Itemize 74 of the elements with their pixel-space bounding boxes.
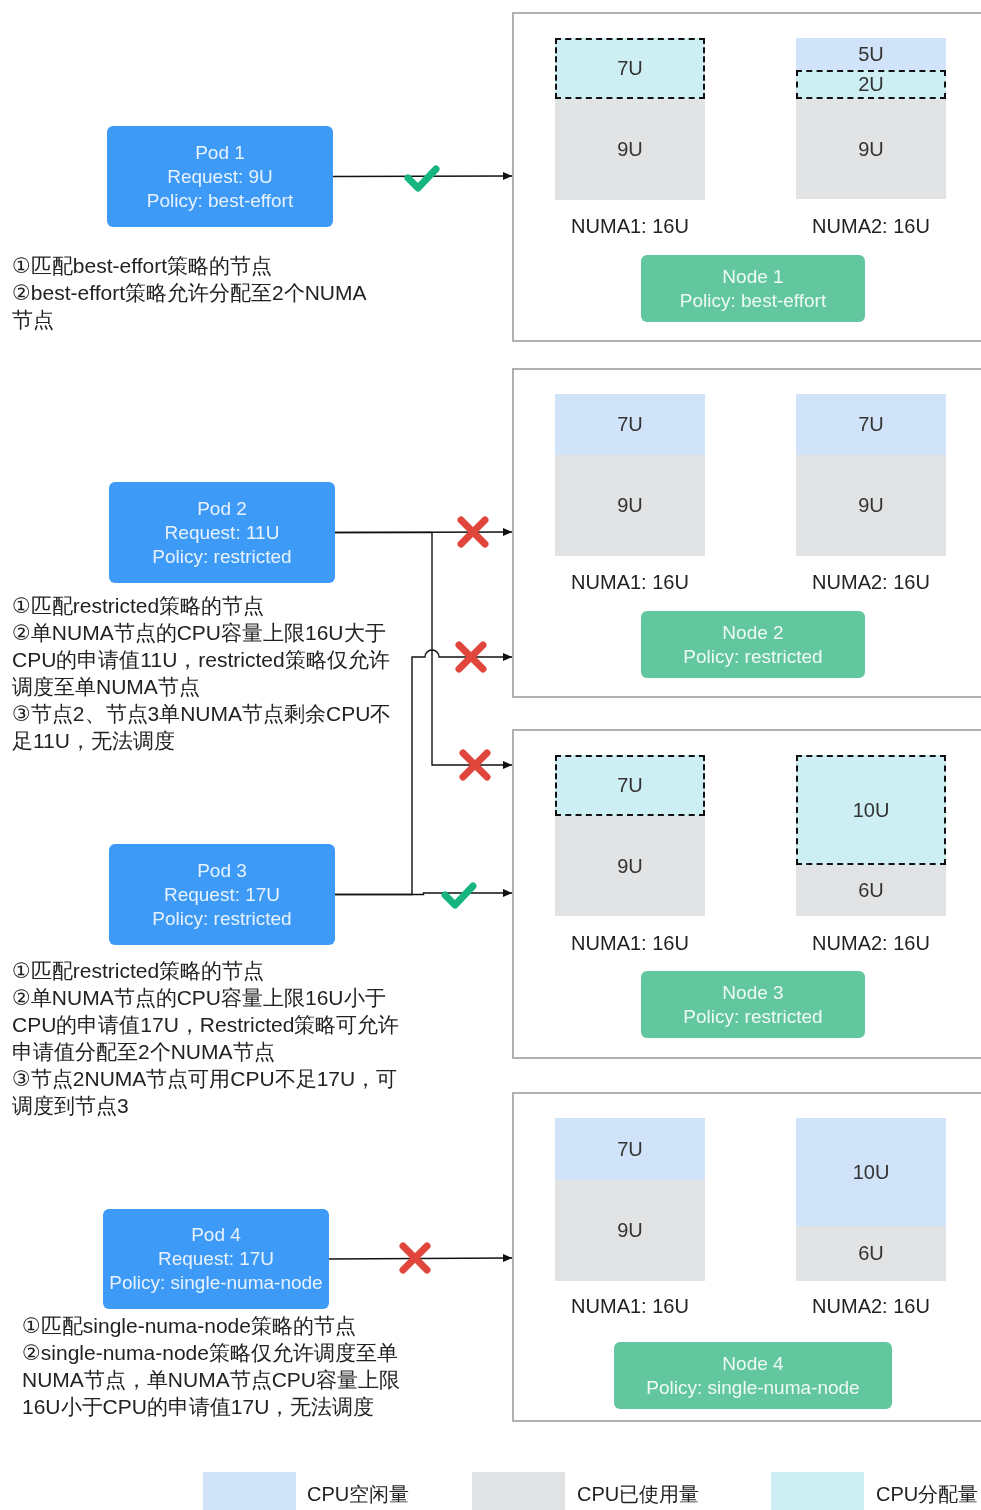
pod-text: Pod 3 bbox=[196, 858, 248, 883]
numa-caption: NUMA1: 16U bbox=[570, 1295, 690, 1318]
pod-box bbox=[103, 1209, 329, 1309]
node-text: Node 3 bbox=[721, 980, 785, 1005]
connector-arrow bbox=[334, 889, 513, 897]
note-text: ①匹配single-numa-node策略的节点 bbox=[22, 1313, 357, 1339]
node-frame bbox=[512, 1092, 981, 1422]
used-cpu-segment: 9U bbox=[555, 1180, 705, 1281]
pod-box bbox=[109, 482, 335, 583]
note-text: ③节点2NUMA节点可用CPU不足17U，可调度到节点3 bbox=[12, 1066, 399, 1119]
legend-text: CPU空闲量 bbox=[307, 1482, 410, 1507]
pod-text: Policy: single-numa-node bbox=[108, 1271, 324, 1295]
node-text: Node 4 bbox=[721, 1351, 785, 1376]
numa-caption: NUMA1: 16U bbox=[570, 571, 690, 594]
connector-arrow bbox=[332, 172, 513, 181]
free-cpu-segment: 7U bbox=[555, 1118, 705, 1180]
node-frame bbox=[512, 368, 981, 698]
allocated-cpu-segment: 7U bbox=[555, 755, 705, 816]
pod-text: Request: 17U bbox=[156, 1247, 276, 1271]
free-cpu-segment: 10U bbox=[796, 1118, 946, 1226]
allocated-cpu-segment: 7U bbox=[555, 38, 705, 99]
note-text: ②单NUMA节点的CPU容量上限16U大于CPU的申请值11U，restricted策略仅允许调度至单NUMA节点 bbox=[12, 620, 391, 700]
pod-text: Pod 2 bbox=[196, 496, 248, 521]
numa-caption: NUMA2: 16U bbox=[811, 571, 931, 594]
free-cpu-segment: 5U bbox=[796, 38, 946, 70]
pod-text: Request: 9U bbox=[166, 164, 274, 189]
allocated-cpu-segment: 2U bbox=[796, 70, 946, 99]
pod-text: Request: 17U bbox=[162, 882, 282, 907]
node-text: Node 1 bbox=[721, 264, 785, 289]
pod-box bbox=[107, 126, 333, 227]
node-text: Policy: restricted bbox=[682, 1004, 824, 1029]
numa-caption: NUMA1: 16U bbox=[570, 932, 690, 955]
numa-caption: NUMA2: 16U bbox=[811, 932, 931, 955]
note-text: ①匹配restricted策略的节点 bbox=[12, 593, 266, 619]
pod-text: Policy: restricted bbox=[151, 906, 293, 931]
note-text: ①匹配best-effort策略的节点 bbox=[12, 253, 273, 279]
used-cpu-segment: 9U bbox=[796, 455, 946, 556]
numa-caption: NUMA1: 16U bbox=[570, 215, 690, 238]
node-box bbox=[641, 971, 865, 1038]
note-text: ②单NUMA节点的CPU容量上限16U小于CPU的申请值17U，Restricted策略可允许申请值分配至2个NUMA节点 bbox=[12, 985, 401, 1065]
node-box bbox=[641, 255, 865, 322]
used-cpu-segment: 9U bbox=[555, 455, 705, 556]
used-cpu-segment: 9U bbox=[796, 99, 946, 199]
pod-text: Request: 11U bbox=[163, 520, 281, 545]
node-box bbox=[641, 611, 865, 678]
node-box bbox=[614, 1342, 892, 1409]
note-text: ①匹配restricted策略的节点 bbox=[12, 958, 266, 984]
pod-text: Pod 4 bbox=[190, 1223, 242, 1247]
note-text: ③节点2、节点3单NUMA节点剩余CPU不足11U，无法调度 bbox=[12, 701, 393, 754]
node-frame bbox=[512, 12, 981, 342]
connector-arrow bbox=[334, 531, 513, 769]
node-frame bbox=[512, 729, 981, 1059]
free-cpu-segment: 7U bbox=[555, 394, 705, 455]
note-text: ②single-numa-node策略仅允许调度至单NUMA节点，单NUMA节点CPU容量上限16U小于CPU的申请值17U，无法调度 bbox=[22, 1340, 401, 1420]
pod-text: Pod 1 bbox=[194, 140, 246, 165]
used-cpu-segment: 6U bbox=[796, 865, 946, 916]
legend-text: CPU已使用量 bbox=[577, 1482, 700, 1507]
node-text: Policy: restricted bbox=[682, 644, 824, 669]
connector-arrow bbox=[328, 1254, 513, 1263]
numa-caption: NUMA2: 16U bbox=[811, 215, 931, 238]
node-text: Node 2 bbox=[721, 620, 785, 645]
used-cpu-segment: 6U bbox=[796, 1226, 946, 1281]
legend-text: CPU分配量 bbox=[876, 1482, 979, 1507]
note-text: ②best-effort策略允许分配至2个NUMA节点 bbox=[12, 280, 368, 333]
pod-text: Policy: restricted bbox=[151, 544, 293, 569]
node-text: Policy: single-numa-node bbox=[645, 1375, 861, 1400]
used-cpu-segment: 9U bbox=[555, 816, 705, 916]
node-text: Policy: best-effort bbox=[678, 288, 828, 313]
pod-text: Policy: best-effort bbox=[145, 188, 295, 213]
pod-box bbox=[109, 844, 335, 945]
allocated-cpu-segment: 10U bbox=[796, 755, 946, 865]
used-cpu-segment: 9U bbox=[555, 99, 705, 200]
free-cpu-segment: 7U bbox=[796, 394, 946, 455]
numa-caption: NUMA2: 16U bbox=[811, 1295, 931, 1318]
